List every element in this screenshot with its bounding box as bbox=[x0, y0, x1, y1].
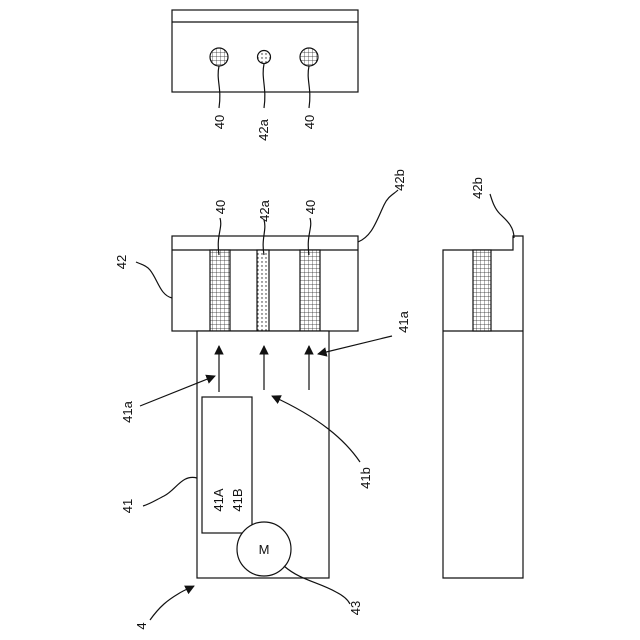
label-channel-right: 40 bbox=[303, 200, 318, 214]
top-view: 40 42a 40 bbox=[172, 10, 358, 141]
label-side-top: 42b bbox=[470, 177, 485, 199]
label-top-view-left: 40 bbox=[212, 115, 227, 129]
label-top-view-right: 40 bbox=[302, 115, 317, 129]
label-unit-a: 41A bbox=[211, 488, 226, 511]
side-view: 40 42a 40 42b 42 41A 41B M 43 41a 41a 41… bbox=[114, 169, 411, 629]
channel-right bbox=[300, 250, 320, 331]
label-channel-left: 40 bbox=[213, 200, 228, 214]
channel-left bbox=[210, 250, 230, 331]
label-flow-a: 41a bbox=[120, 400, 135, 422]
top-view-channel-right bbox=[300, 48, 318, 66]
label-body: 41 bbox=[120, 499, 135, 513]
motor-symbol: M bbox=[259, 542, 270, 557]
center-channel bbox=[257, 250, 269, 331]
label-motor: 43 bbox=[348, 601, 363, 615]
leader-head bbox=[136, 262, 172, 298]
profile-channel bbox=[473, 250, 491, 331]
leader-head-top bbox=[358, 190, 398, 242]
label-device: 4 bbox=[134, 622, 149, 629]
top-view-channel-left bbox=[210, 48, 228, 66]
label-flow-b: 41b bbox=[358, 467, 373, 489]
top-view-center-channel bbox=[258, 51, 271, 64]
label-head: 42 bbox=[114, 255, 129, 269]
leader-body bbox=[143, 477, 197, 506]
label-top-view-center: 42a bbox=[256, 118, 271, 140]
side-profile: 42b bbox=[443, 177, 523, 578]
control-unit bbox=[202, 397, 252, 533]
label-head-top: 42b bbox=[392, 169, 407, 191]
label-unit-b: 41B bbox=[230, 488, 245, 511]
label-flow-a2: 41a bbox=[396, 310, 411, 332]
leader-device bbox=[150, 586, 194, 620]
leader-side-top bbox=[490, 194, 514, 238]
label-center-channel: 42a bbox=[257, 199, 272, 221]
